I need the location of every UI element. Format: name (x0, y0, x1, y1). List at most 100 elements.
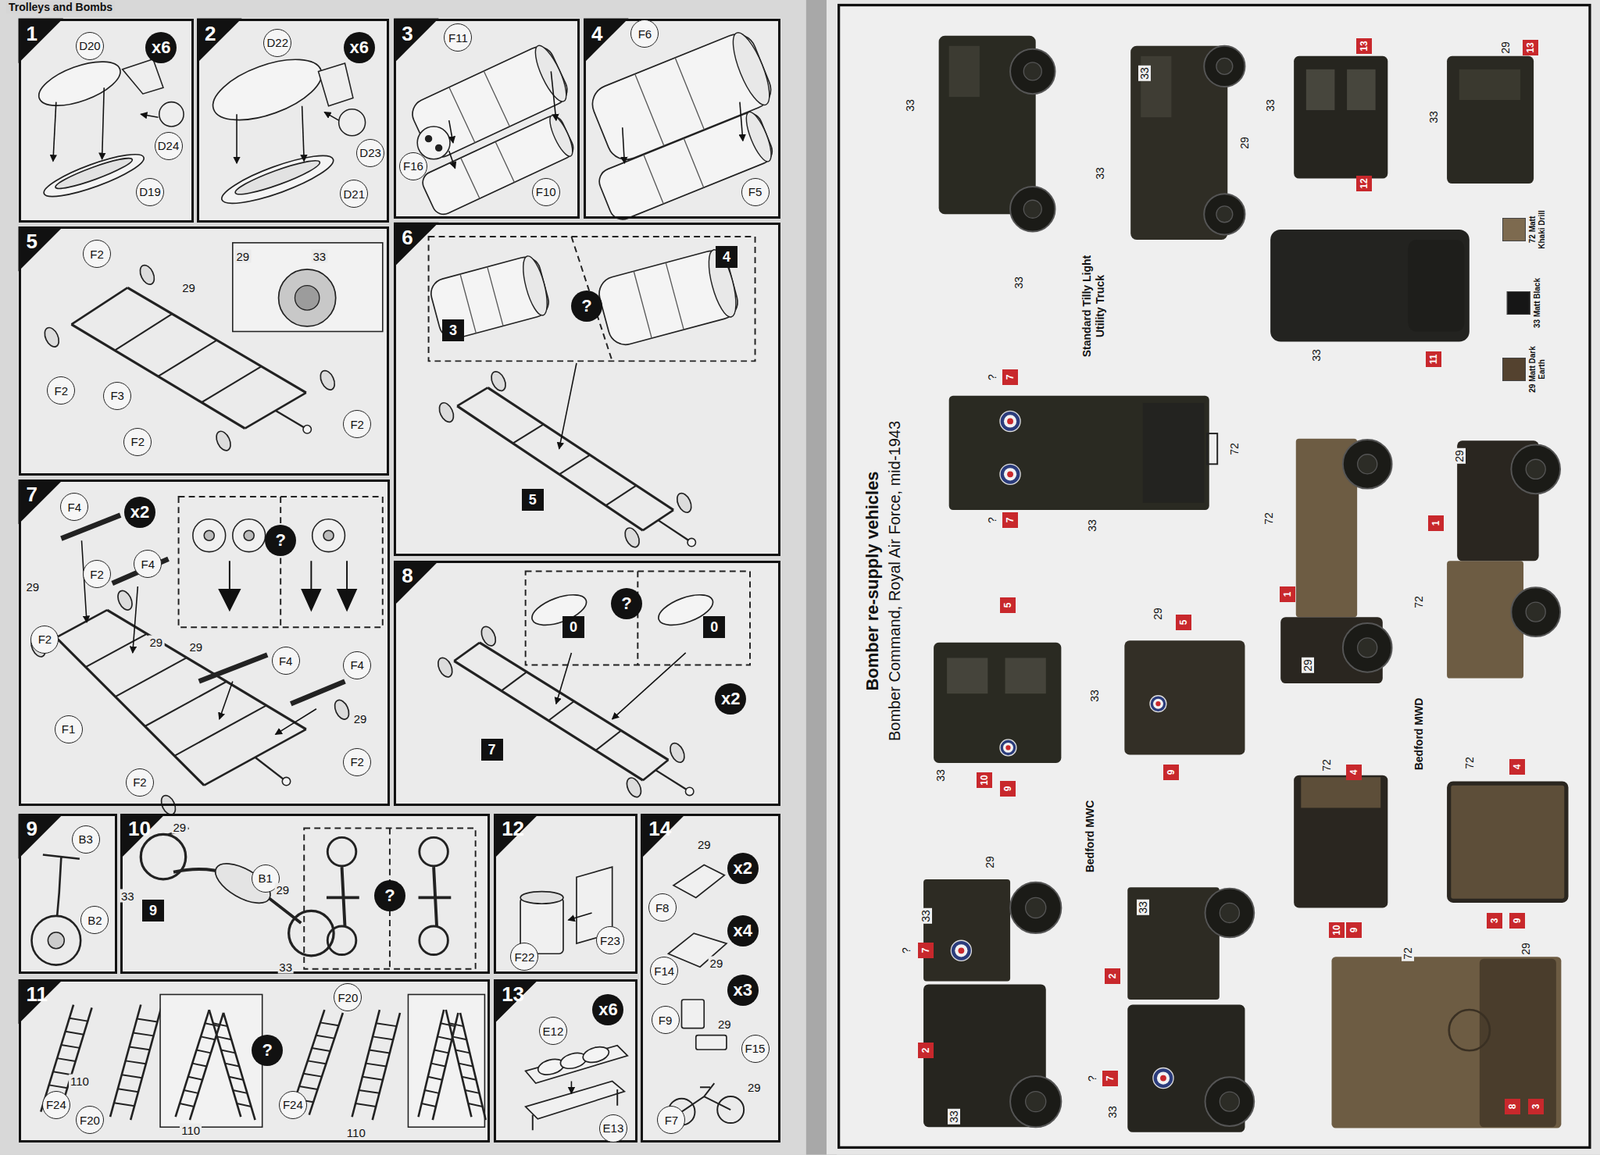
shape (1293, 56, 1388, 179)
band (483, 71, 510, 127)
paint-number: 72 (1320, 757, 1333, 774)
ellipse-shape (622, 525, 643, 550)
part-number: F20 (333, 983, 362, 1012)
circle-shape (1010, 49, 1055, 94)
circle-shape (294, 285, 319, 311)
decal-number: 7 (1002, 369, 1018, 386)
shape (946, 657, 988, 694)
paint-number: 33 (1136, 900, 1150, 917)
section-heading: Bomber re-supply vehicles (864, 471, 882, 692)
circle-shape (1023, 62, 1042, 81)
circle-shape (1005, 745, 1011, 750)
line-art (132, 1032, 154, 1036)
assembly-arrow (622, 127, 625, 164)
shape (1446, 56, 1534, 184)
part-number: D21 (339, 179, 368, 208)
step-number: 2 (204, 23, 216, 44)
line-art (421, 1103, 436, 1108)
paint-number: 33 (1088, 688, 1101, 704)
circle-shape (1449, 1010, 1490, 1051)
line-art (49, 1085, 68, 1089)
assembly-arrow (571, 1081, 573, 1094)
circle-shape (1357, 638, 1378, 658)
quantity-badge: ? (374, 880, 406, 912)
part-number: D22 (263, 28, 292, 58)
part-number: F11 (443, 23, 472, 52)
quantity-badge: ? (264, 525, 297, 557)
line-art (453, 642, 668, 781)
circle-shape (957, 947, 965, 954)
quantity-badge: x6 (343, 32, 375, 64)
step-reference: 4 (715, 246, 738, 268)
decal-number: 2 (1104, 968, 1121, 985)
quantity-badge: x3 (727, 975, 759, 1007)
band (633, 271, 652, 339)
decal-number: 1 (1428, 515, 1444, 532)
shape (826, 0, 1600, 1155)
part-number: D19 (135, 178, 165, 207)
line-art (318, 63, 354, 107)
decal-number: 8 (1504, 1099, 1521, 1115)
step-number: 10 (128, 818, 151, 840)
line-art (200, 1036, 215, 1040)
part-number: F15 (741, 1035, 770, 1064)
shape (493, 814, 638, 975)
assembly-arrow (132, 586, 139, 654)
paint-number: 29 (171, 821, 189, 835)
assembly-arrow (739, 102, 743, 142)
decal-number: 12 (1356, 175, 1372, 192)
line-art (144, 682, 226, 727)
shape (1142, 403, 1204, 504)
paint-number: ? (985, 372, 999, 383)
shape (545, 112, 577, 159)
circle-shape (1342, 623, 1393, 673)
paint-number: 72 (1228, 441, 1241, 458)
shape (933, 642, 1061, 764)
part-number: E13 (599, 1114, 628, 1143)
shape (178, 496, 383, 628)
shape (1300, 777, 1381, 808)
circle-shape (232, 519, 266, 553)
circle-shape (687, 538, 696, 547)
paint-number: 33 (903, 97, 917, 114)
decal-number: 5 (1000, 597, 1016, 614)
paint-number: 29 (1499, 40, 1512, 57)
line-art (453, 642, 668, 781)
circle-shape (950, 940, 972, 961)
circle-shape (203, 530, 215, 541)
part-number: F3 (103, 382, 132, 411)
decal-number: 2 (917, 1042, 934, 1059)
line-art (117, 1089, 139, 1093)
paint-number: 33 (947, 1109, 961, 1125)
line-art (255, 757, 287, 783)
ellipse-shape (488, 369, 508, 393)
band (487, 267, 504, 327)
circle-shape (1219, 1092, 1240, 1112)
part-number: F2 (82, 239, 111, 268)
shape (1407, 239, 1465, 333)
paint-number: 29 (24, 580, 41, 594)
circle-shape (1155, 701, 1161, 707)
line-art (302, 560, 322, 611)
circle-shape (1205, 889, 1255, 939)
ellipse-shape (332, 698, 352, 722)
ellipse-shape (667, 741, 687, 765)
band (675, 57, 704, 130)
circle-shape (954, 944, 968, 958)
decal-number: 10 (976, 772, 993, 789)
line-art (303, 1074, 322, 1078)
line-art (192, 1064, 207, 1068)
part-number: F6 (630, 19, 659, 48)
shape (640, 814, 781, 1143)
circle-shape (1203, 193, 1245, 235)
part-number: F24 (42, 1091, 71, 1120)
part-number: F24 (278, 1091, 308, 1120)
decal-number: 9 (1000, 781, 1016, 797)
line-art (657, 520, 692, 543)
line-art (307, 1060, 327, 1065)
paint-number: 72 (1401, 946, 1415, 962)
line-art (636, 571, 639, 665)
line-art (681, 1083, 731, 1113)
paint-number: 29 (352, 711, 369, 725)
